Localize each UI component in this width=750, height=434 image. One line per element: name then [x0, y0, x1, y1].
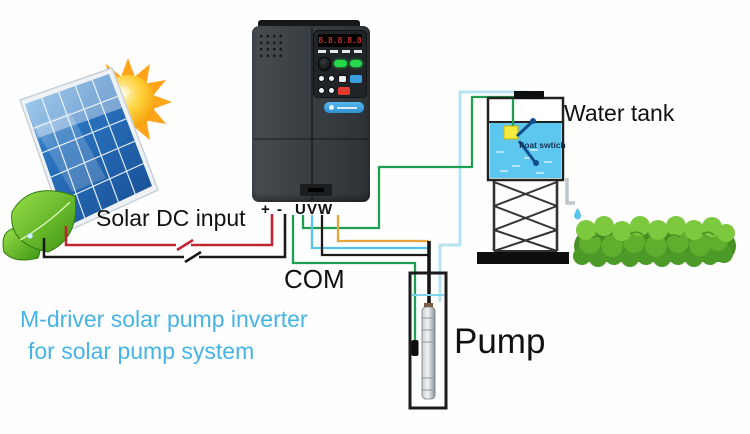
enter-button[interactable]	[350, 74, 362, 83]
vent-grille-icon	[258, 33, 284, 59]
wire-aux	[336, 215, 429, 243]
tank-cap	[514, 91, 544, 99]
terminal-minus-label: -	[277, 201, 282, 218]
terminal-plus-label: +	[261, 201, 270, 218]
comm-port	[300, 184, 332, 196]
pump-label: Pump	[454, 322, 546, 361]
water-tank-label: Water tank	[564, 100, 675, 126]
float-switch	[503, 118, 539, 166]
water-ripples	[496, 149, 552, 174]
well	[408, 271, 448, 410]
bushes	[573, 216, 736, 267]
wire-phase-w	[320, 215, 428, 257]
run-button[interactable]	[334, 60, 347, 67]
tank-base	[477, 252, 569, 264]
water-tank	[486, 91, 565, 182]
water-probe	[411, 340, 419, 356]
down-button[interactable]	[328, 75, 335, 82]
pump-body	[421, 303, 436, 400]
terminal-u-label: U	[295, 201, 306, 218]
terminal-v-label: V	[307, 201, 318, 218]
leaves-icon	[2, 190, 77, 261]
up-button[interactable]	[318, 75, 325, 82]
stop-button[interactable]	[338, 86, 350, 95]
caption-line2: for solar pump system	[28, 338, 255, 364]
terminal-w-label: W	[318, 201, 333, 218]
menu-button[interactable]	[338, 74, 347, 83]
overflow-pipe	[565, 178, 575, 205]
water-drop-icon	[574, 208, 581, 220]
float-switch-label: float swtich	[519, 140, 566, 150]
solar-dc-input-label: Solar DC input	[96, 205, 246, 231]
inverter-keypad: 8.8.8.8.8	[313, 30, 367, 98]
shift-button[interactable]	[318, 87, 325, 94]
brand-logo	[324, 102, 364, 113]
function-button[interactable]	[349, 60, 362, 67]
inverter-seam	[311, 28, 313, 200]
knob-button[interactable]	[318, 56, 332, 71]
inverter: 8.8.8.8.8	[252, 26, 370, 202]
inverter-mount-rail	[258, 20, 360, 28]
com-label: COM	[284, 264, 345, 294]
wire-phase-v	[310, 215, 428, 250]
wire-dc-positive	[64, 214, 274, 252]
wire-dc-negative	[42, 214, 287, 264]
reset-button[interactable]	[328, 87, 335, 94]
tank-stand	[492, 180, 559, 252]
water-probe-wire	[291, 215, 417, 341]
display-indicators	[318, 50, 362, 53]
led-display: 8.8.8.8.8	[318, 34, 362, 47]
caption-line1: M-driver solar pump inverter	[20, 306, 308, 332]
inverter-seam	[254, 138, 368, 140]
